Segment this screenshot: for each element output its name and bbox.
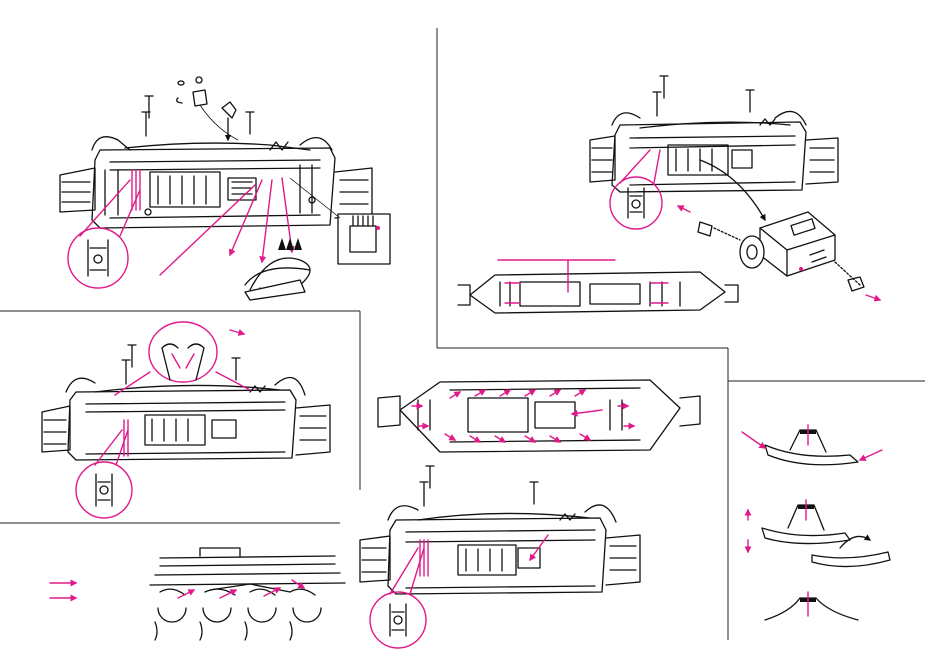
pickup-shoe-installed (742, 425, 882, 465)
chassis-bottom-view (458, 260, 738, 313)
screw-icons (142, 96, 254, 136)
panel-motor-cover-removal (60, 77, 390, 300)
pickup-shoe-mounting (765, 592, 858, 620)
locomotive-chassis (360, 505, 640, 594)
locomotive-chassis (590, 111, 838, 192)
cable-detail-magnifier (115, 322, 250, 395)
pickup-shoe-removal (748, 500, 890, 567)
legend-arrows (50, 583, 76, 598)
small-parts-icons (177, 77, 236, 118)
panel-chassis-reassembly (360, 466, 640, 648)
screw-icons (653, 76, 754, 116)
bogie-wheel-view (150, 548, 345, 640)
panel-cable-routing (42, 322, 330, 518)
chassis-bottom-view (378, 380, 700, 452)
panel-pickup-shoe-replacement (742, 425, 890, 620)
locomotive-chassis (42, 377, 330, 460)
locomotive-chassis (60, 137, 372, 228)
panel-legend-and-wheels (50, 548, 345, 640)
panel-traction-tire-points (378, 380, 700, 452)
panel-motor-removal (458, 76, 880, 313)
screw-icons (420, 466, 538, 506)
